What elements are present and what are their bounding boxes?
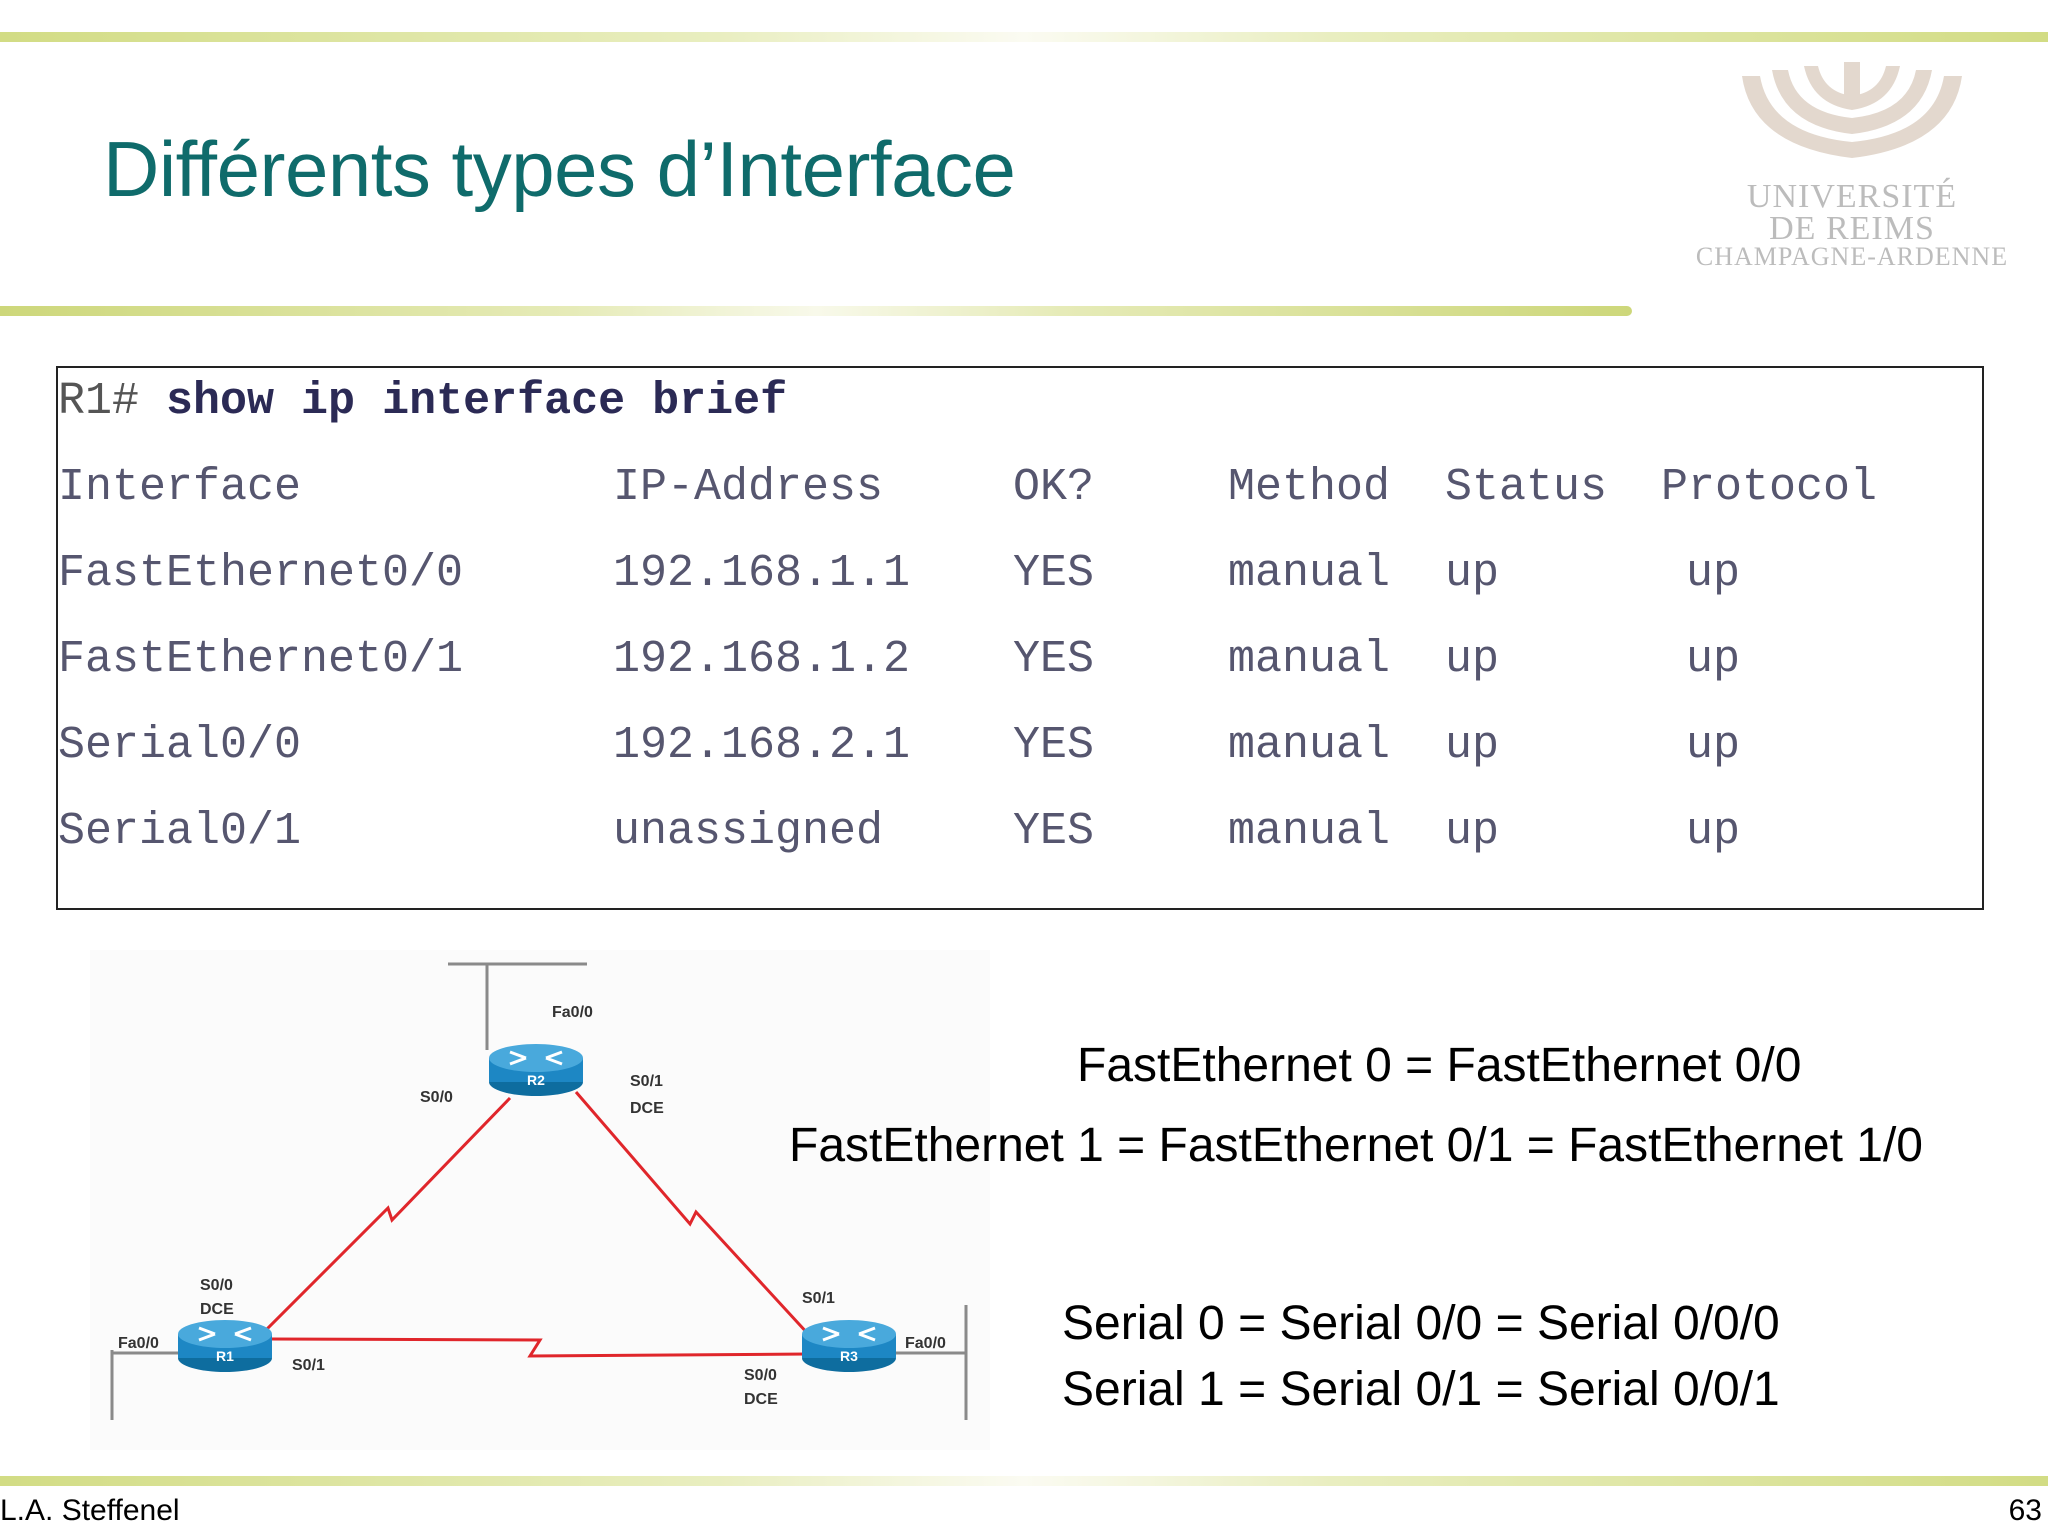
serial-links — [242, 1091, 823, 1358]
terminal-output-box: R1# show ip interface brief Interface IP… — [56, 366, 1984, 910]
cell-status: up — [1445, 548, 1500, 599]
cell-method: manual — [1228, 634, 1391, 685]
cell-status: up — [1445, 720, 1500, 771]
cell-protocol: up — [1686, 806, 1741, 857]
cell-interface: FastEthernet0/0 — [58, 548, 464, 599]
cell-interface: Serial0/1 — [58, 806, 302, 857]
equivalence-serial-0: Serial 0 = Serial 0/0 = Serial 0/0/0 — [1062, 1297, 1780, 1350]
lan-segments — [110, 962, 968, 1420]
header-method: Method — [1228, 462, 1391, 513]
router-r3-icon: R3 — [802, 1320, 896, 1372]
label-r3-s01: S0/1 — [802, 1290, 835, 1307]
router-r1-icon: R1 — [178, 1320, 272, 1372]
equivalence-fastethernet-0: FastEthernet 0 = FastEthernet 0/0 — [1077, 1039, 1802, 1092]
router-r1-label: R1 — [216, 1348, 234, 1364]
label-r1-s01: S0/1 — [292, 1357, 325, 1374]
logo-line-2: DE REIMS — [1769, 210, 1935, 247]
cell-status: up — [1445, 806, 1500, 857]
header-interface: Interface — [58, 462, 302, 513]
cell-ip-address: 192.168.2.1 — [613, 720, 911, 771]
logo-line-1: UNIVERSITÉ — [1746, 178, 1958, 215]
header-ok: OK? — [1013, 462, 1095, 513]
logo-line-3: CHAMPAGNE-ARDENNE — [1695, 242, 2009, 271]
label-r3-fa: Fa0/0 — [905, 1335, 946, 1352]
header-protocol: Protocol — [1661, 462, 1878, 513]
slide-title: Différents types d’Interface — [103, 125, 1016, 213]
cell-ok: YES — [1013, 548, 1095, 599]
header-status: Status — [1445, 462, 1608, 513]
serial-link-r1-r3 — [269, 1337, 809, 1358]
cell-ok: YES — [1013, 806, 1095, 857]
cell-method: manual — [1228, 548, 1391, 599]
cell-method: manual — [1228, 806, 1391, 857]
cell-protocol: up — [1686, 720, 1741, 771]
command-text: show ip interface brief — [166, 376, 788, 427]
router-r2-label: R2 — [527, 1072, 545, 1088]
cell-interface: FastEthernet0/1 — [58, 634, 464, 685]
logo-emblem-icon — [1742, 62, 1962, 158]
label-r1-dce: DCE — [200, 1301, 234, 1318]
serial-link-r2-r1 — [242, 1096, 512, 1354]
footer-author: L.A. Steffenel — [0, 1494, 180, 1527]
label-r2-s01: S0/1 — [630, 1073, 663, 1090]
router-r3-label: R3 — [840, 1348, 858, 1364]
router-r2-icon: R2 — [489, 1044, 583, 1096]
cell-ok: YES — [1013, 720, 1095, 771]
label-r3-s00: S0/0 — [744, 1367, 777, 1384]
cell-interface: Serial0/0 — [58, 720, 302, 771]
cell-ip-address: 192.168.1.1 — [613, 548, 911, 599]
command-line: R1# show ip interface brief — [58, 376, 787, 427]
cell-ip-address: unassigned — [613, 806, 884, 857]
top-rule — [0, 32, 2048, 42]
label-r2-s00: S0/0 — [420, 1089, 453, 1106]
cell-status: up — [1445, 634, 1500, 685]
footer-rule — [0, 1476, 2048, 1486]
cell-protocol: up — [1686, 548, 1741, 599]
interface-labels: Fa0/0 S0/0 S0/1 DCE S0/0 DCE Fa0/0 S0/1 … — [118, 1004, 946, 1408]
network-topology-diagram: R2 R1 R3 Fa0/0 S0/0 S0/1 DCE S0/0 DCE Fa… — [90, 950, 990, 1450]
cell-method: manual — [1228, 720, 1391, 771]
equivalence-fastethernet-1: FastEthernet 1 = FastEthernet 0/1 = Fast… — [789, 1119, 1923, 1172]
cell-protocol: up — [1686, 634, 1741, 685]
university-logo: UNIVERSITÉ DE REIMS CHAMPAGNE-ARDENNE — [1672, 62, 2032, 282]
cell-ok: YES — [1013, 634, 1095, 685]
label-r1-s00: S0/0 — [200, 1277, 233, 1294]
serial-link-r2-r3 — [574, 1091, 823, 1350]
label-r3-dce: DCE — [744, 1391, 778, 1408]
page-number: 63 — [2008, 1494, 2042, 1527]
label-r2-dce: DCE — [630, 1100, 664, 1117]
label-r2-fa: Fa0/0 — [552, 1004, 593, 1021]
equivalence-serial-1: Serial 1 = Serial 0/1 = Serial 0/0/1 — [1062, 1363, 1780, 1416]
title-underline-rule — [0, 306, 1632, 316]
diagram-background — [90, 950, 990, 1450]
command-prompt: R1# — [58, 376, 140, 427]
label-r1-fa: Fa0/0 — [118, 1335, 159, 1352]
header-ip-address: IP-Address — [613, 462, 884, 513]
cell-ip-address: 192.168.1.2 — [613, 634, 911, 685]
